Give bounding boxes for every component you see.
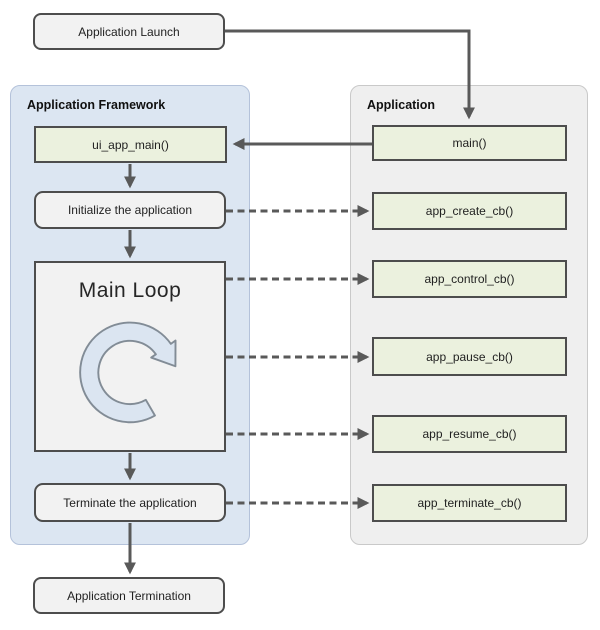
app-resume-cb-node: app_resume_cb()	[372, 415, 567, 453]
application-launch-node: Application Launch	[33, 13, 225, 50]
framework-panel-title: Application Framework	[27, 98, 166, 112]
application-termination-node: Application Termination	[33, 577, 225, 614]
application-panel-title: Application	[367, 98, 436, 112]
main-function-node: main()	[372, 125, 567, 161]
circular-arrow-clockwise-icon	[79, 321, 177, 424]
ui-app-main-node: ui_app_main()	[34, 126, 227, 163]
terminate-application-node: Terminate the application	[34, 483, 226, 522]
app-control-cb-node: app_control_cb()	[372, 260, 567, 298]
app-terminate-cb-node: app_terminate_cb()	[372, 484, 567, 522]
initialize-application-node: Initialize the application	[34, 191, 226, 229]
main-loop-label: Main Loop	[78, 279, 182, 302]
app-pause-cb-node: app_pause_cb()	[372, 337, 567, 376]
main-loop-node: Main Loop	[34, 261, 226, 452]
app-create-cb-node: app_create_cb()	[372, 192, 567, 230]
